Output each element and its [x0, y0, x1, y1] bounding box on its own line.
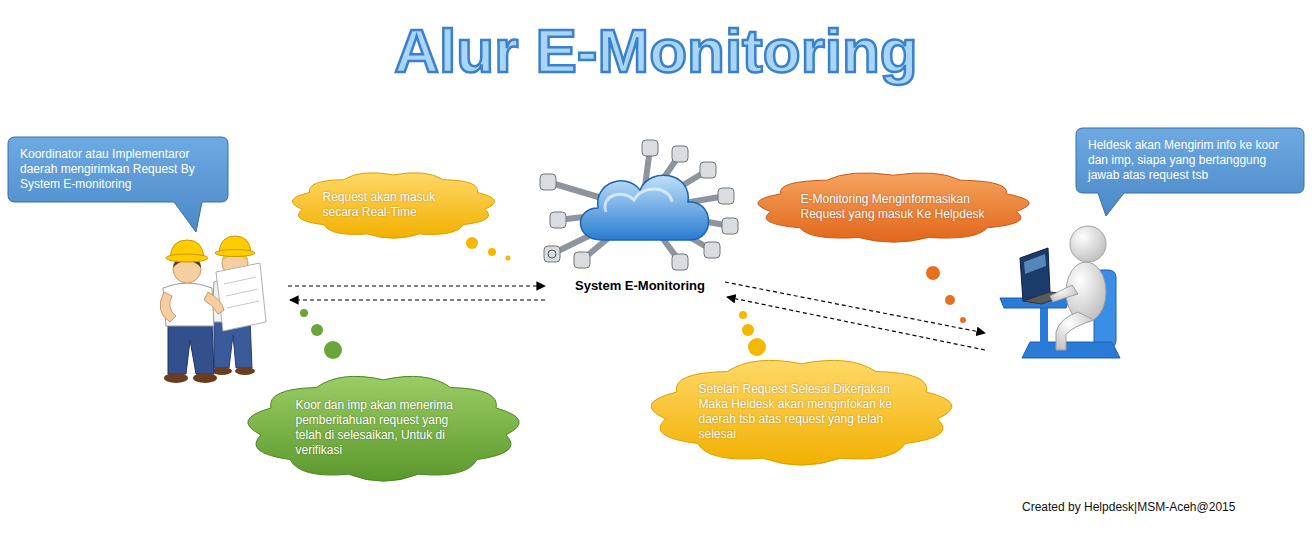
- thought-dots-part: [506, 256, 511, 261]
- thought-cloud: Setelah Request Selesai Dikerjakan Maka …: [649, 356, 954, 468]
- helpdesk-figure-part: [1070, 226, 1106, 262]
- tool-head: [540, 174, 556, 190]
- dashed-arrow: [288, 285, 545, 286]
- workers-figure-part: [216, 263, 266, 331]
- tool-head: [544, 246, 560, 262]
- workers-figure-part: [160, 292, 176, 322]
- cloud-shape: [247, 376, 518, 481]
- tool-head: [672, 254, 688, 270]
- tool-head: [574, 252, 590, 268]
- tool-head: [672, 146, 688, 162]
- thought-dots-part: [748, 338, 766, 356]
- workers-figure-part: [204, 292, 224, 314]
- helpdesk-figure-part: [1056, 312, 1094, 350]
- thought-cloud: Request akan masuk secara Real-Time: [291, 170, 496, 240]
- thought-dots-part: [311, 324, 323, 336]
- callout-shape: [8, 137, 228, 232]
- workers-figure-part: [193, 373, 217, 383]
- thought-dots-part: [488, 248, 496, 256]
- thought-cloud: Koor dan imp akan menerima pemberitahuan…: [246, 372, 521, 484]
- workers-figure-part: [215, 250, 255, 257]
- thought-dots-part: [300, 309, 308, 317]
- workers-figure: [160, 236, 266, 383]
- tool-head: [550, 212, 566, 228]
- workers-figure-part: [226, 289, 258, 296]
- helpdesk-figure: [1000, 226, 1120, 358]
- tool-head: [642, 140, 658, 156]
- dashed-arrow: [727, 297, 985, 350]
- helpdesk-figure-part: [1024, 254, 1046, 274]
- thought-dots-part: [324, 341, 342, 359]
- node-text: Heldesk akan Mengirim info ke koor dan i…: [1088, 138, 1292, 183]
- thought-dots-part: [945, 295, 955, 305]
- workers-figure-part: [212, 367, 232, 375]
- diagram-title: Alur E-Monitoring: [0, 16, 1312, 86]
- tool-head: [718, 188, 734, 204]
- thought-dots-part: [466, 237, 478, 249]
- system-cloud-icon-outline: [530, 140, 750, 278]
- system-label: System E-Monitoring: [534, 278, 746, 294]
- helpdesk-figure-part: [1050, 285, 1078, 302]
- thought-dots-part: [960, 317, 966, 323]
- workers-figure-part: [164, 373, 188, 383]
- cloud-shape: [292, 173, 494, 238]
- tool-head: [704, 242, 720, 258]
- helpdesk-figure-part: [1022, 342, 1120, 358]
- speech-callout: Heldesk akan Mengirim info ke koor dan i…: [1076, 128, 1304, 193]
- cloud-shape: [651, 360, 952, 465]
- tool-head: [722, 218, 738, 234]
- node-text: Koordinator atau Implementaror daerah me…: [20, 147, 216, 192]
- node-text: Request akan masuk secara Real-Time: [323, 190, 464, 220]
- cloud-shape: [757, 173, 1028, 242]
- tool-head: [700, 162, 716, 178]
- system-cloud-icon: System E-Monitoring: [530, 140, 750, 296]
- thought-dots-part: [926, 266, 940, 280]
- cloud-highlight: [605, 189, 672, 212]
- credit-note: Created by Helpdesk|MSM-Aceh@2015: [1022, 500, 1235, 515]
- workers-figure-part: [224, 277, 256, 284]
- node-text: Setelah Request Selesai Dikerjakan Maka …: [699, 382, 904, 442]
- thought-dots-part: [742, 324, 754, 336]
- thought-cloud: E-Monitoring Menginformasikan Request ya…: [756, 170, 1031, 244]
- tool-icons: [540, 140, 738, 270]
- workers-figure-part: [235, 367, 255, 375]
- thought-dots-part: [739, 311, 747, 319]
- workers-figure-part: [227, 301, 259, 308]
- thought-dots: [300, 237, 966, 359]
- workers-figure-part: [166, 254, 208, 262]
- dashed-arrow: [725, 282, 985, 333]
- node-text: Koor dan imp akan menerima pemberitahuan…: [296, 398, 471, 458]
- speech-callout: Koordinator atau Implementaror daerah me…: [8, 137, 228, 202]
- cloud-icon: [580, 175, 708, 240]
- callout-shape: [1076, 128, 1304, 216]
- dashed-arrow: [290, 299, 545, 300]
- node-text: E-Monitoring Menginformasikan Request ya…: [801, 192, 986, 222]
- workers-figure-part: [168, 322, 214, 374]
- at-symbol: [548, 250, 556, 258]
